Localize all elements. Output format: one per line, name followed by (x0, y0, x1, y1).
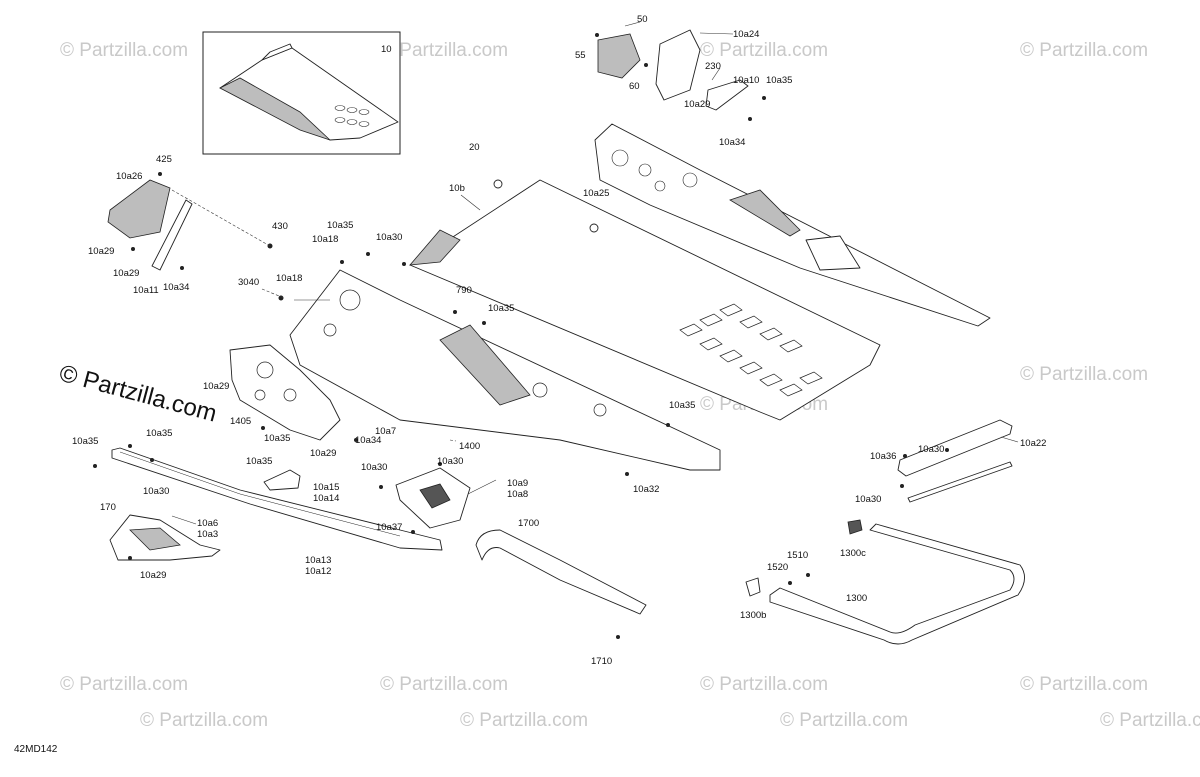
inset-label: 10 (381, 44, 392, 55)
callout-1405: 1405 (230, 416, 251, 427)
callout-425: 425 (156, 154, 172, 165)
watermark-text: © Partzilla.com (780, 710, 908, 731)
callout-10a34: 10a34 (163, 282, 189, 293)
running-board-1700[interactable] (475, 529, 647, 639)
callout-1300c: 1300c (840, 548, 866, 559)
callout-230: 230 (705, 61, 721, 72)
callout-10a29: 10a29 (684, 99, 710, 110)
callout-1710: 1710 (591, 656, 612, 667)
callout-10a29: 10a29 (113, 268, 139, 279)
callout-10a35: 10a35 (766, 75, 792, 86)
watermark-text: © Partzilla.com (700, 40, 828, 61)
callout-10a34: 10a34 (355, 435, 381, 446)
callout-60: 60 (629, 81, 640, 92)
callout-10a29: 10a29 (203, 381, 229, 392)
callout-10a35: 10a35 (669, 400, 695, 411)
callout-170: 170 (100, 502, 116, 513)
callout-3040: 3040 (238, 277, 259, 288)
callout-10b: 10b (449, 183, 465, 194)
watermark-text: © Partzilla.com (1020, 674, 1148, 695)
callout-10a35: 10a35 (146, 428, 172, 439)
callout-10a30: 10a30 (361, 462, 387, 473)
callout-1520: 1520 (767, 562, 788, 573)
callout-10a7: 10a7 (375, 426, 396, 437)
callout-1510: 1510 (787, 550, 808, 561)
watermark-text: © Partzilla.com (1100, 710, 1200, 731)
left-bracket-group[interactable] (107, 172, 273, 271)
callout-labels: 50 55 60 10a24 230 10a10 10a35 10a29 10a… (72, 14, 1046, 667)
callout-10a29: 10a29 (140, 570, 166, 581)
watermark-text: © Partzilla.com (60, 674, 188, 695)
callout-10a12: 10a12 (305, 566, 331, 577)
callout-10a10: 10a10 (733, 75, 759, 86)
callout-10a22: 10a22 (1020, 438, 1046, 449)
callout-10a25: 10a25 (583, 188, 609, 199)
left-slide-rail[interactable] (111, 447, 443, 551)
watermark-text: © Partzilla.com (460, 710, 588, 731)
callout-10a3: 10a3 (197, 529, 218, 540)
watermark-text: © Partzilla.com (1020, 40, 1148, 61)
callout-10a30: 10a30 (437, 456, 463, 467)
crossbrace-10a9[interactable] (395, 467, 471, 529)
fasteners (93, 252, 949, 560)
footrest-bracket[interactable] (109, 514, 221, 561)
callout-10a8: 10a8 (507, 489, 528, 500)
callout-10a24: 10a24 (733, 29, 759, 40)
callout-55: 55 (575, 50, 586, 61)
callout-10a6: 10a6 (197, 518, 218, 529)
callout-10a14: 10a14 (313, 493, 339, 504)
callout-1700: 1700 (518, 518, 539, 529)
watermark-text: © Partzilla.com (140, 710, 268, 731)
rear-crossbar-10a22[interactable] (897, 419, 1013, 503)
callout-1300b: 1300b (740, 610, 766, 621)
callout-10a30: 10a30 (918, 444, 944, 455)
callout-10a30: 10a30 (143, 486, 169, 497)
watermark-text: © Partzilla.com (380, 674, 508, 695)
callout-1300: 1300 (846, 593, 867, 604)
rear-bracket-group[interactable] (595, 21, 766, 121)
callout-10a9: 10a9 (507, 478, 528, 489)
callout-10a18: 10a18 (276, 273, 302, 284)
callout-10a37: 10a37 (376, 522, 402, 533)
callout-10a32: 10a32 (633, 484, 659, 495)
rear-bumper-1300[interactable] (745, 519, 1025, 645)
callout-50: 50 (637, 14, 648, 25)
watermark-layer: © Partzilla.com © Partzilla.com © Partzi… (60, 40, 1200, 731)
watermark-text: © Partzilla.com (700, 674, 828, 695)
watermark-text: © Partzilla.com (60, 40, 188, 61)
tunnel-main-body[interactable] (229, 269, 721, 471)
callout-10a29: 10a29 (310, 448, 336, 459)
callout-1400: 1400 (459, 441, 480, 452)
watermark-text: © Partzilla.com (1020, 364, 1148, 385)
callout-10a35: 10a35 (264, 433, 290, 444)
callout-10a35: 10a35 (327, 220, 353, 231)
callout-430: 430 (272, 221, 288, 232)
callout-10a35: 10a35 (72, 436, 98, 447)
diagram-code: 42MD142 (14, 744, 58, 755)
watermark-text: © Partzilla.com (380, 40, 508, 61)
callout-10a36: 10a36 (870, 451, 896, 462)
tunnel-top-plate[interactable] (409, 179, 881, 421)
callout-10a18: 10a18 (312, 234, 338, 245)
callout-10a35: 10a35 (488, 303, 514, 314)
leader-lines (171, 194, 1019, 525)
callout-10a15: 10a15 (313, 482, 339, 493)
callout-10a11: 10a11 (133, 285, 159, 296)
callout-10a30: 10a30 (855, 494, 881, 505)
callout-10a34: 10a34 (719, 137, 745, 148)
partzilla-watermark: © Partzilla.com (56, 360, 219, 428)
right-side-rail[interactable] (594, 123, 991, 327)
callout-10a13: 10a13 (305, 555, 331, 566)
callout-10a26: 10a26 (116, 171, 142, 182)
callout-20: 20 (469, 142, 480, 153)
inset-tunnel-assembly[interactable]: 10 (202, 31, 401, 155)
callout-10a30: 10a30 (376, 232, 402, 243)
callout-790: 790 (456, 285, 472, 296)
small-bracket-10a15[interactable] (263, 469, 301, 491)
callout-10a35: 10a35 (246, 456, 272, 467)
callout-10a29: 10a29 (88, 246, 114, 257)
